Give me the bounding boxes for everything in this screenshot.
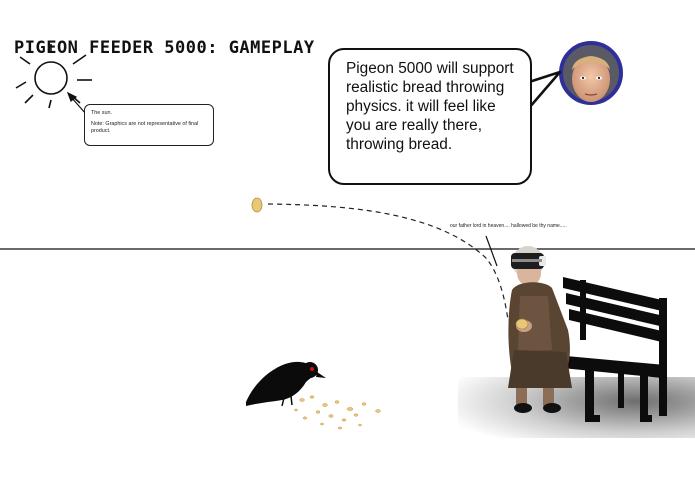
grandma-vr-player xyxy=(508,246,572,413)
prayer-caption: our father lord in heaven.... hallowed b… xyxy=(450,223,567,229)
pigeon-bird xyxy=(246,361,326,407)
avatar xyxy=(559,41,623,105)
speech-bubble: Pigeon 5000 will support realistic bread… xyxy=(328,48,532,185)
bread-trajectory xyxy=(267,203,509,321)
sun-pointer-arrow xyxy=(66,91,87,115)
bench-shadow xyxy=(458,377,695,438)
speech-bubble-text: Pigeon 5000 will support realistic bread… xyxy=(346,60,514,153)
prayer-connector xyxy=(485,235,498,267)
bread-crumbs xyxy=(294,395,381,430)
sun-note-line2: Note: Graphics are not representative of… xyxy=(91,121,199,134)
park-bench xyxy=(552,277,667,422)
page-title: PIGEON FEEDER 5000: GAMEPLAY xyxy=(14,38,315,58)
speech-bubble-tail xyxy=(527,70,562,110)
flying-bread xyxy=(251,197,263,213)
sun-callout-note: The sun. Note: Graphics are not represen… xyxy=(84,104,214,146)
sun-note-line1: The sun. xyxy=(91,110,112,116)
